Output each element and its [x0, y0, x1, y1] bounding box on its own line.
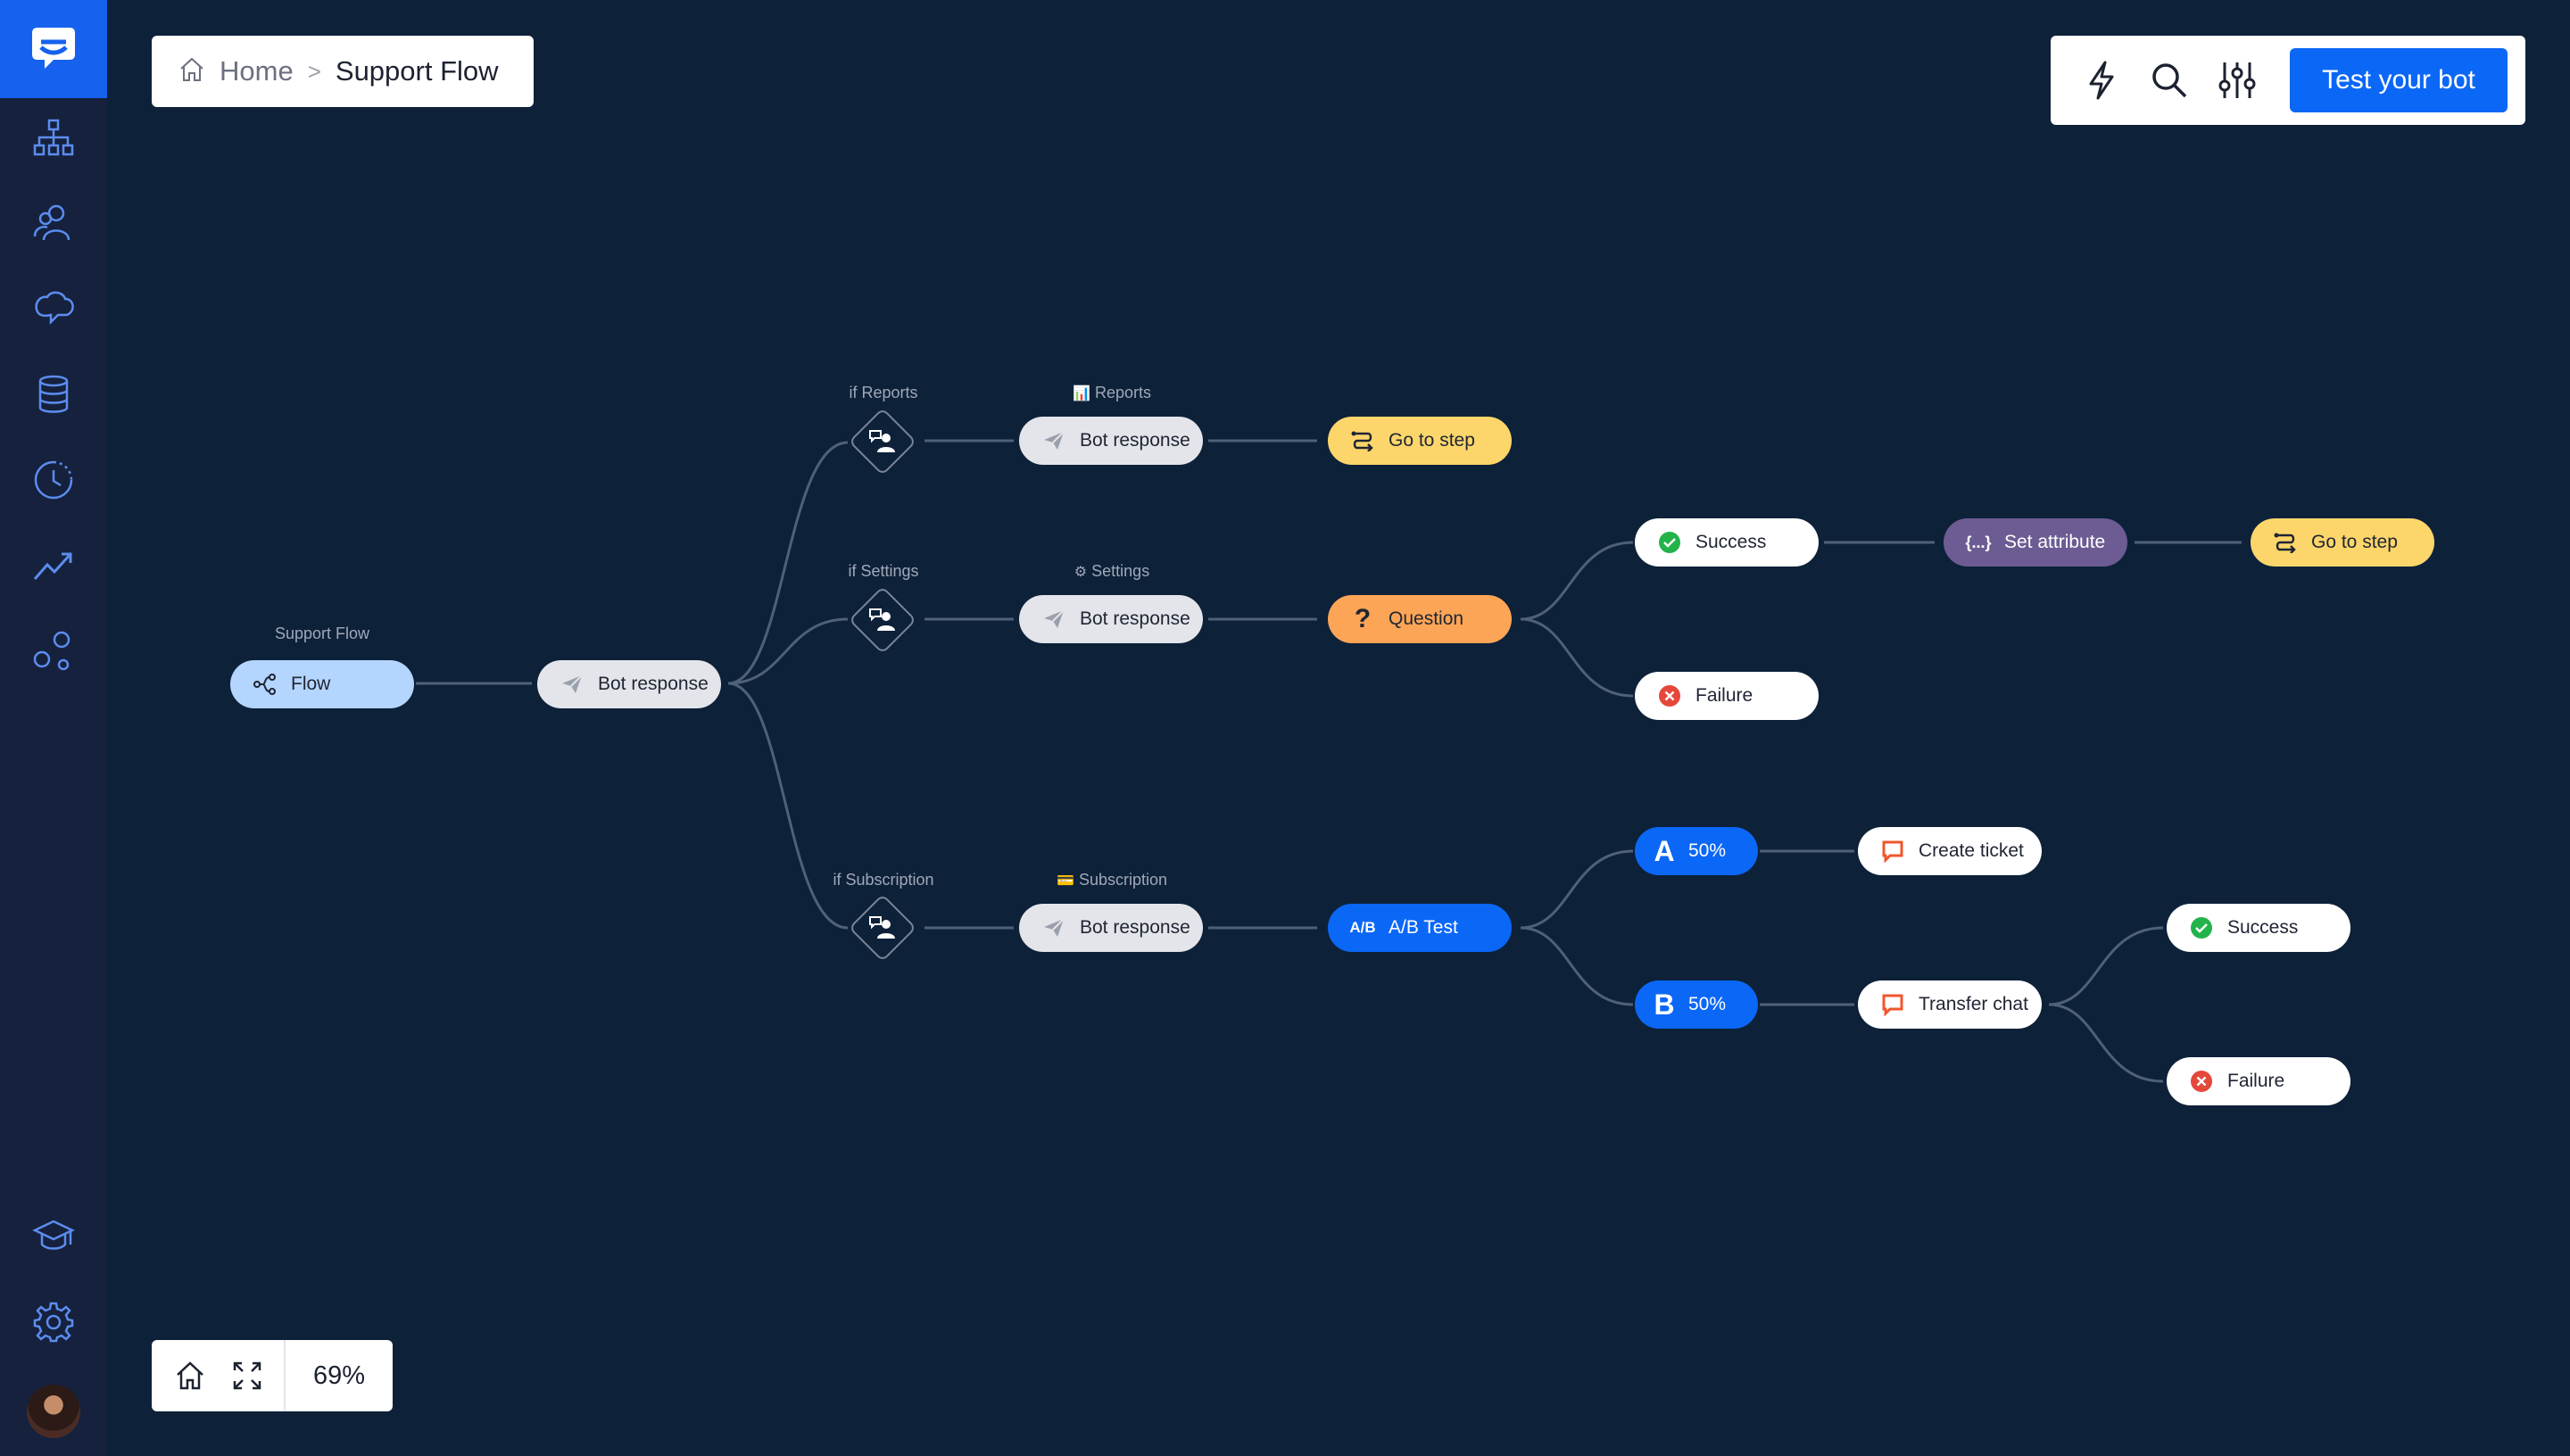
- credit-card-emoji-icon: 💳: [1057, 873, 1074, 889]
- chat-bubble-logo-icon: [29, 22, 79, 77]
- breadcrumb-separator: >: [307, 57, 321, 85]
- search-icon: [2152, 63, 2187, 98]
- go-to-step-node-2[interactable]: Go to step: [2251, 518, 2434, 567]
- letter-a-icon: A: [1654, 834, 1675, 867]
- user-condition-icon: [865, 602, 900, 638]
- response-caption-subscription: 💳 Subscription: [1057, 871, 1167, 889]
- create-ticket-node[interactable]: Create ticket: [1858, 827, 2042, 875]
- ab-split-icon: A/B: [1349, 919, 1376, 936]
- letter-b-icon: B: [1654, 988, 1675, 1021]
- integrations-icon: [33, 631, 70, 671]
- chart-emoji-icon: 📊: [1073, 386, 1090, 401]
- database-icon: [38, 375, 69, 413]
- paper-plane-icon: [559, 671, 585, 698]
- bot-response-subscription-node[interactable]: Bot response: [1019, 904, 1203, 952]
- paper-plane-icon: [1040, 427, 1067, 454]
- response-caption-reports: 📊 Reports: [1073, 384, 1151, 401]
- bot-response-node[interactable]: Bot response: [537, 660, 721, 708]
- variant-b-node[interactable]: B 50%: [1635, 980, 1758, 1029]
- share-nodes-icon: [252, 671, 278, 698]
- home-icon[interactable]: [178, 56, 205, 87]
- test-your-bot-button[interactable]: Test your bot: [2290, 48, 2508, 112]
- gear-icon: [33, 1302, 74, 1343]
- zoom-level[interactable]: 69%: [312, 1361, 366, 1390]
- bot-response-label: Bot response: [598, 674, 709, 694]
- gear-emoji-icon: ⚙: [1074, 565, 1088, 580]
- check-circle-icon: [1656, 529, 1683, 556]
- sidebar-item-academy[interactable]: [27, 1210, 80, 1263]
- user-condition-icon: [865, 424, 900, 459]
- trending-up-icon: [33, 552, 72, 580]
- users-icon: [33, 204, 70, 241]
- go-to-step-icon: [1349, 427, 1376, 454]
- breadcrumb-home[interactable]: Home: [220, 55, 294, 87]
- user-condition-icon: [865, 910, 900, 946]
- settings-sliders-button[interactable]: [2215, 58, 2259, 103]
- failure-node-settings[interactable]: Failure: [1635, 672, 1819, 720]
- paper-plane-icon: [1040, 914, 1067, 941]
- expand-icon: [233, 1361, 261, 1390]
- sidebar-item-history[interactable]: [27, 453, 80, 507]
- variant-a-node[interactable]: A 50%: [1635, 827, 1758, 875]
- sidebar-item-users[interactable]: [27, 196, 80, 250]
- logo[interactable]: [0, 0, 107, 98]
- braces-icon: {...}: [1965, 533, 1992, 551]
- response-caption-settings: ⚙ Settings: [1074, 562, 1150, 580]
- sidebar-item-integrations[interactable]: [27, 625, 80, 678]
- sidebar: [0, 0, 107, 1456]
- root-caption: Support Flow: [274, 625, 370, 642]
- user-avatar[interactable]: [27, 1385, 80, 1438]
- ab-test-node[interactable]: A/B A/B Test: [1328, 904, 1512, 952]
- history-clock-icon: [34, 460, 73, 500]
- x-circle-icon: [2188, 1068, 2215, 1095]
- flow-tree-icon: [33, 119, 74, 156]
- flow-root-node[interactable]: Flow: [230, 660, 414, 708]
- condition-caption-subscription: if Subscription: [833, 871, 934, 889]
- bot-response-reports-node[interactable]: Bot response: [1019, 417, 1203, 465]
- sidebar-item-chats[interactable]: [27, 282, 80, 335]
- question-mark-icon: ?: [1354, 604, 1372, 633]
- failure-node-transfer[interactable]: Failure: [2167, 1057, 2350, 1105]
- condition-caption-settings: if Settings: [848, 562, 919, 580]
- paper-plane-icon: [1040, 606, 1067, 633]
- transfer-chat-icon: [1879, 991, 1906, 1018]
- transfer-chat-node[interactable]: Transfer chat: [1858, 980, 2042, 1029]
- fit-view-button[interactable]: [225, 1353, 269, 1398]
- lightning-button[interactable]: [2079, 58, 2124, 103]
- zoom-divider: [284, 1340, 286, 1411]
- go-to-step-icon: [2272, 529, 2299, 556]
- home-icon: [177, 1361, 203, 1390]
- sidebar-item-settings[interactable]: [27, 1295, 80, 1349]
- success-node-transfer[interactable]: Success: [2167, 904, 2350, 952]
- bot-response-settings-node[interactable]: Bot response: [1019, 595, 1203, 643]
- breadcrumb: Home > Support Flow: [152, 36, 534, 107]
- condition-caption-reports: if Reports: [849, 384, 918, 401]
- sidebar-item-flows[interactable]: [27, 111, 80, 164]
- sidebar-item-reports[interactable]: [27, 539, 80, 592]
- ticket-chat-icon: [1879, 838, 1906, 864]
- set-attribute-node[interactable]: {...} Set attribute: [1944, 518, 2127, 567]
- top-toolbar: Test your bot: [2051, 36, 2525, 125]
- go-to-step-node[interactable]: Go to step: [1328, 417, 1512, 465]
- sidebar-item-data[interactable]: [27, 368, 80, 421]
- x-circle-icon: [1656, 682, 1683, 709]
- reset-view-button[interactable]: [168, 1353, 212, 1398]
- zoom-panel: 69%: [152, 1340, 393, 1411]
- search-button[interactable]: [2147, 58, 2192, 103]
- lightning-icon: [2089, 61, 2114, 100]
- question-node[interactable]: ? Question: [1328, 595, 1512, 643]
- chat-cloud-icon: [35, 291, 74, 326]
- flow-root-label: Flow: [291, 674, 331, 694]
- success-node-settings[interactable]: Success: [1635, 518, 1819, 567]
- breadcrumb-current: Support Flow: [335, 55, 499, 87]
- sliders-icon: [2218, 62, 2256, 98]
- graduation-cap-icon: [32, 1220, 75, 1250]
- check-circle-icon: [2188, 914, 2215, 941]
